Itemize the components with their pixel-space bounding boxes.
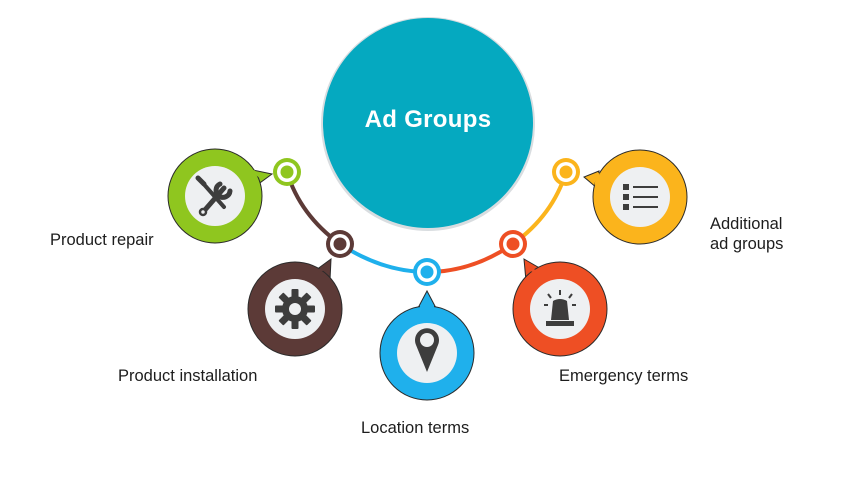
bubble-product-repair xyxy=(167,148,274,244)
label-additional-line1: Additional xyxy=(710,215,783,233)
label-location-terms: Location terms xyxy=(361,419,470,437)
label-emergency-terms: Emergency terms xyxy=(559,367,689,385)
label-product-repair: Product repair xyxy=(50,231,154,249)
bubble-location-terms xyxy=(379,289,475,401)
siren-icon xyxy=(544,290,576,326)
map-pin-icon xyxy=(414,328,440,372)
label-product-installation: Product installation xyxy=(118,367,258,385)
tools-icon xyxy=(195,175,233,217)
node-dot-emergency xyxy=(499,230,527,258)
node-dot-install xyxy=(326,230,354,258)
label-additional-ad-groups: Additional ad groups xyxy=(710,214,783,254)
bubble-product-installation xyxy=(247,257,343,357)
list-icon xyxy=(623,184,658,210)
gear-icon xyxy=(275,289,315,329)
hub-circle xyxy=(323,18,533,228)
bubble-additional-ad-groups xyxy=(583,149,688,245)
node-dot-repair xyxy=(273,158,301,186)
node-dot-location xyxy=(413,258,441,286)
label-additional-line2: ad groups xyxy=(710,235,784,253)
node-dot-additional xyxy=(552,158,580,186)
hub-title: Ad Groups xyxy=(364,106,492,133)
bubble-emergency-terms xyxy=(512,258,608,357)
